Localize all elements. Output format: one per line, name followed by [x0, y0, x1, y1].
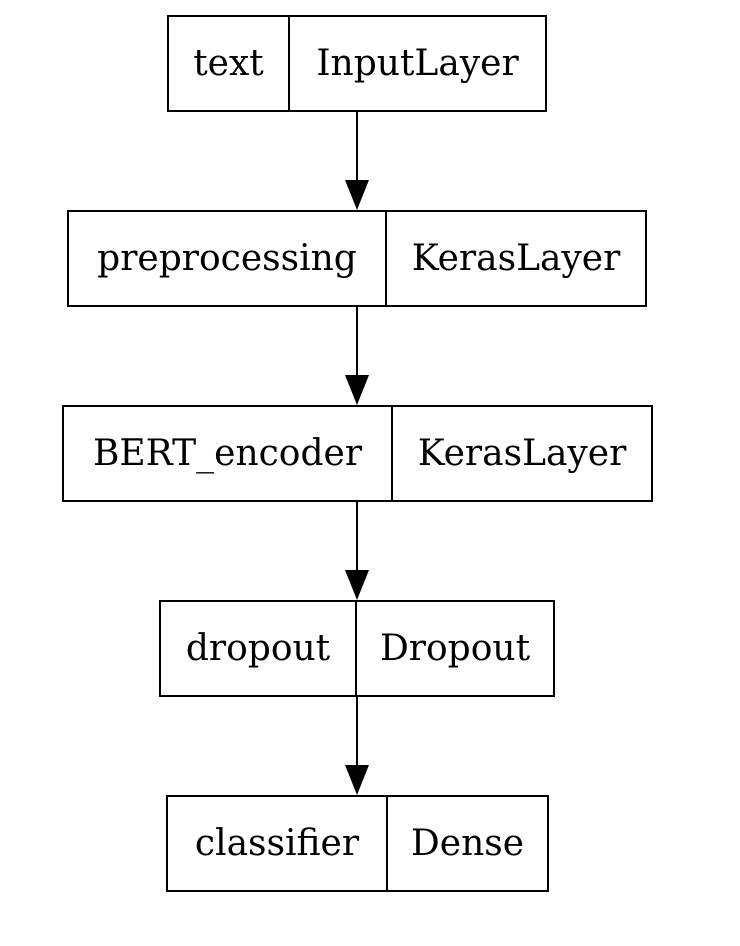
edge-preprocessing-to-bert-encoder [345, 305, 369, 405]
layer-name: preprocessing [69, 212, 387, 305]
arrowhead-icon [345, 570, 369, 600]
node-bert-encoder: BERT_encoder KerasLayer [62, 405, 653, 502]
node-text: text InputLayer [167, 15, 547, 112]
layer-type: Dense [410, 823, 525, 864]
arrowhead-icon [345, 375, 369, 405]
edge-bert-encoder-to-dropout [345, 500, 369, 600]
arrowhead-icon [345, 765, 369, 795]
layer-name: text [169, 17, 290, 110]
layer-name: BERT_encoder [64, 407, 393, 500]
layer-type: Dropout [379, 628, 531, 669]
arrowhead-icon [345, 180, 369, 210]
layer-name: classifier [168, 797, 388, 890]
edge-text-to-preprocessing [345, 110, 369, 210]
node-dropout: dropout Dropout [159, 600, 555, 697]
node-preprocessing: preprocessing KerasLayer [67, 210, 647, 307]
layer-type: InputLayer [316, 43, 519, 84]
layer-name: dropout [161, 602, 357, 695]
layer-type: KerasLayer [411, 238, 621, 279]
edge-dropout-to-classifier [345, 695, 369, 795]
layer-type: KerasLayer [417, 433, 627, 474]
node-classifier: classifier Dense [166, 795, 549, 892]
